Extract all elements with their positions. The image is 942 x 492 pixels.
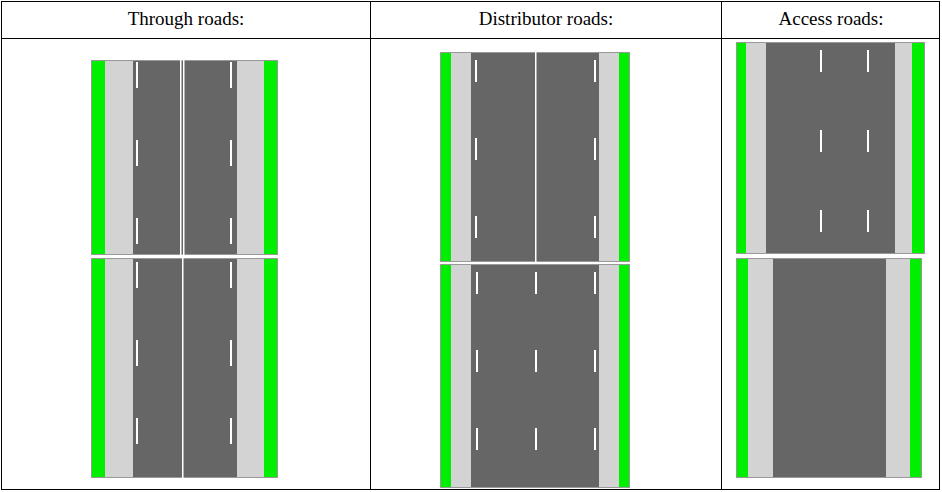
- sidewalk: [748, 258, 773, 478]
- sidewalk: [895, 42, 912, 254]
- column-header: Through roads:: [2, 4, 370, 34]
- centre-line: [535, 52, 537, 262]
- carriageway: [471, 52, 599, 262]
- verge: [440, 52, 451, 262]
- header-text: Access roads:: [779, 8, 884, 30]
- lane-dash: [475, 138, 477, 160]
- carriageway: [133, 258, 237, 478]
- lane-dash: [136, 262, 138, 288]
- lane-dash: [594, 60, 596, 82]
- lane-dash: [594, 216, 596, 238]
- verge: [264, 60, 278, 255]
- lane-dash: [230, 340, 232, 366]
- verge: [912, 42, 925, 254]
- lane-dash: [820, 50, 822, 72]
- lane-dash: [535, 428, 537, 450]
- lane-dash: [476, 350, 478, 372]
- lane-dash: [136, 418, 138, 444]
- lane-dash: [475, 60, 477, 82]
- lane-dash: [535, 350, 537, 372]
- lane-dash: [820, 210, 822, 232]
- lane-dash: [867, 50, 869, 72]
- sidewalk: [105, 258, 133, 478]
- lane-dash: [475, 216, 477, 238]
- sidewalk: [237, 60, 264, 255]
- lane-dash: [867, 130, 869, 152]
- sidewalk: [599, 52, 619, 262]
- sidewalk: [746, 42, 766, 254]
- lane-dash: [230, 262, 232, 288]
- lane-dash: [594, 428, 596, 450]
- sidewalk: [599, 264, 619, 488]
- sidewalk: [886, 258, 910, 478]
- sidewalk: [451, 264, 471, 488]
- lane-dash: [230, 418, 232, 444]
- lane-dash: [594, 350, 596, 372]
- carriageway: [133, 60, 237, 255]
- lane-dash: [535, 272, 537, 294]
- centre-line: [183, 60, 185, 255]
- lane-dash: [230, 218, 232, 244]
- lane-dash: [594, 138, 596, 160]
- verge: [619, 52, 630, 262]
- lane-dash: [230, 62, 232, 88]
- lane-dash: [136, 218, 138, 244]
- verge: [619, 264, 630, 488]
- verge: [91, 258, 105, 478]
- lane-dash: [867, 210, 869, 232]
- lane-dash: [136, 140, 138, 166]
- lane-dash: [136, 62, 138, 88]
- column-header: Access roads:: [722, 4, 940, 34]
- header-text: Distributor roads:: [479, 8, 614, 30]
- lane-dash: [594, 272, 596, 294]
- carriageway: [773, 258, 886, 478]
- verge: [736, 258, 748, 478]
- verge: [440, 264, 451, 488]
- header-text: Through roads:: [128, 8, 245, 30]
- verge: [736, 42, 746, 254]
- carriageway: [766, 42, 895, 254]
- lane-dash: [136, 340, 138, 366]
- column-header: Distributor roads:: [371, 4, 721, 34]
- lane-dash: [230, 140, 232, 166]
- carriageway: [471, 264, 599, 488]
- sidewalk: [237, 258, 264, 478]
- lane-dash: [476, 272, 478, 294]
- verge: [910, 258, 922, 478]
- sidewalk: [451, 52, 471, 262]
- centre-line: [182, 258, 184, 478]
- lane-dash: [476, 428, 478, 450]
- verge: [91, 60, 105, 255]
- lane-dash: [820, 130, 822, 152]
- verge: [264, 258, 278, 478]
- centre-line: [180, 60, 182, 255]
- sidewalk: [105, 60, 133, 255]
